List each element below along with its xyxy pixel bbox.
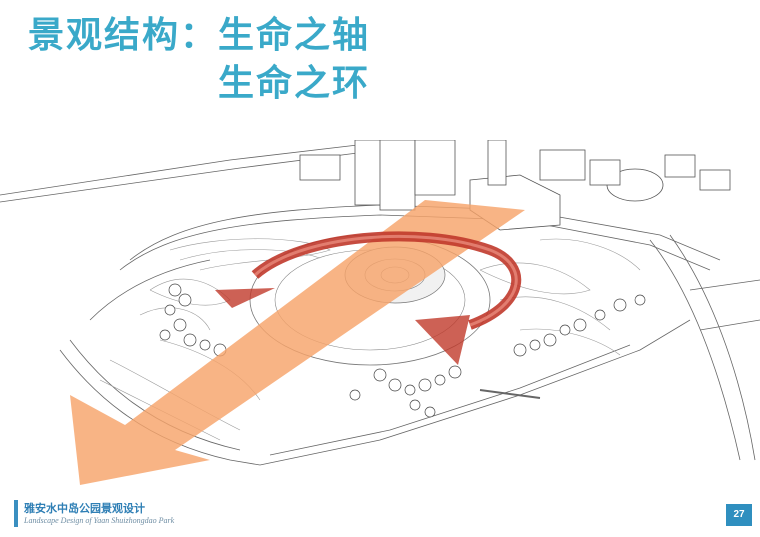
title-line1: 生命之轴 bbox=[218, 15, 371, 56]
footer-project-title: 雅安水中岛公园景观设计 bbox=[24, 502, 145, 515]
life-axis-arrow bbox=[70, 200, 525, 485]
footer-project-subtitle: Landscape Design of Yaan Shuizhongdao Pa… bbox=[24, 516, 175, 525]
title-label: 景观结构： bbox=[28, 15, 219, 56]
footer-accent-bar bbox=[14, 500, 18, 527]
tree-clusters bbox=[159, 283, 646, 418]
plan-linework bbox=[0, 140, 760, 466]
page-title-line2: 生命之环 bbox=[218, 63, 371, 104]
page-number-badge: 27 bbox=[726, 504, 752, 526]
landscape-plan-diagram bbox=[0, 140, 760, 485]
page-title: 景观结构：生命之轴 bbox=[28, 14, 370, 58]
life-ring-arrow bbox=[215, 231, 522, 365]
